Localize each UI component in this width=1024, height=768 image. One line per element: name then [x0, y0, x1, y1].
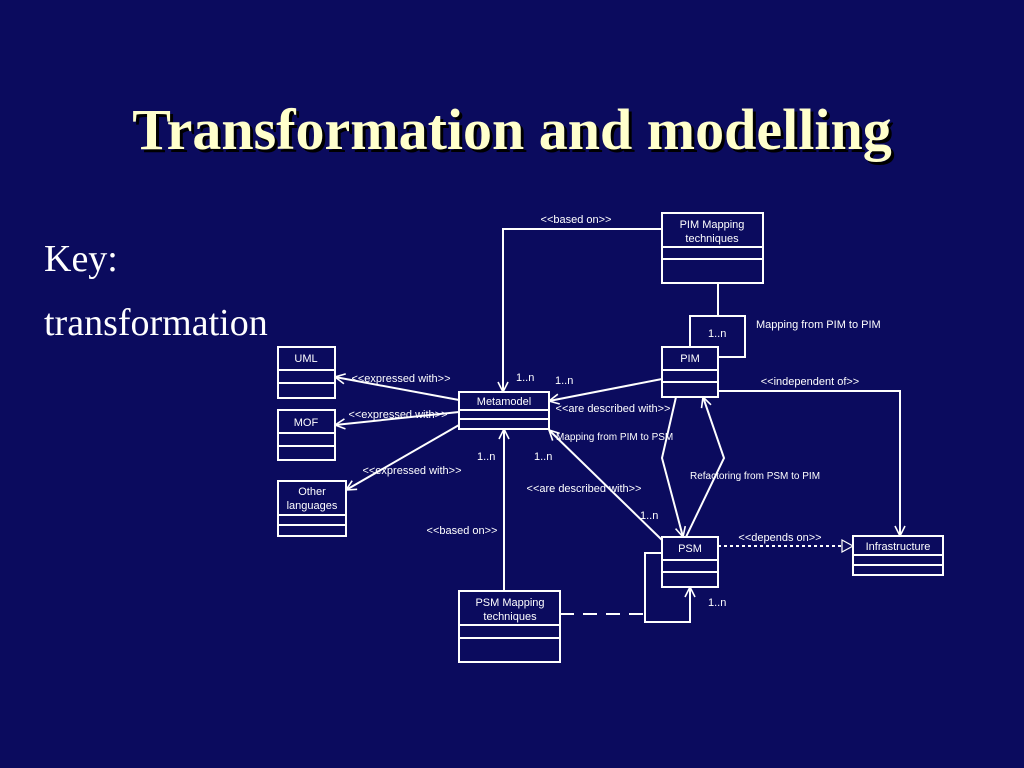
label-mapping-pim-to-psm: Mapping from PIM to PSM: [556, 432, 673, 443]
class-other-languages: [277, 480, 347, 537]
label-expressed-mof: <<expressed with>>: [348, 409, 447, 421]
class-other-languages-label-1: Other: [298, 486, 326, 498]
edge-independent-of: [718, 390, 900, 536]
class-mof: [277, 409, 336, 461]
class-pim-mapping-label-1: PIM Mapping: [680, 219, 745, 231]
class-pim-label: PIM: [680, 353, 700, 365]
class-mof-label: MOF: [294, 417, 319, 429]
mult-meta-right: 1..n: [534, 451, 552, 463]
class-pim-mapping: [661, 212, 764, 284]
edge-pim-mapping-based-on: [503, 228, 662, 392]
edge-psm-self-loop: [644, 552, 690, 623]
mult-psm-self: 1..n: [708, 597, 726, 609]
label-mapping-pim-to-pim: Mapping from PIM to PIM: [756, 319, 881, 331]
key-label: Key:: [44, 238, 118, 280]
mult-psm-top: 1..n: [640, 510, 658, 522]
edge-expressed-mof: [335, 411, 460, 425]
label-described-pim: <<are described with>>: [556, 403, 671, 415]
label-described-psm: <<are described with>>: [527, 483, 642, 495]
mult-meta-pim: 1..n: [555, 375, 573, 387]
class-uml: [277, 346, 336, 399]
edge-expressed-uml: [335, 377, 460, 401]
class-psm-label: PSM: [678, 543, 702, 555]
class-metamodel-label: Metamodel: [477, 396, 531, 408]
label-based-on-top: <<based on>>: [541, 214, 612, 226]
class-infrastructure-label: Infrastructure: [866, 541, 931, 553]
edge-refactoring-psm-to-pim: [685, 397, 726, 538]
label-based-on-bottom: <<based on>>: [427, 525, 498, 537]
mult-meta-left: 1..n: [477, 451, 495, 463]
class-psm-mapping: [458, 590, 561, 663]
key-transformation-label: transformation: [44, 302, 268, 344]
edge-mapping-pim-to-psm: [660, 396, 683, 537]
class-uml-label: UML: [294, 353, 317, 365]
mult-pim-self: 1..n: [708, 328, 726, 340]
edge-psm-described-with: [549, 430, 663, 541]
label-depends-on: <<depends on>>: [738, 532, 821, 544]
class-pim-mapping-label-2: techniques: [685, 233, 739, 245]
edge-expressed-other: [346, 424, 460, 490]
label-refactoring: Refactoring from PSM to PIM: [690, 471, 820, 482]
mult-meta-top: 1..n: [516, 372, 534, 384]
class-other-languages-label-2: languages: [287, 500, 338, 512]
class-psm-mapping-label-1: PSM Mapping: [475, 597, 544, 609]
edge-pim-described-with: [549, 378, 663, 401]
label-independent-of: <<independent of>>: [761, 376, 859, 388]
label-expressed-other: <<expressed with>>: [362, 465, 461, 477]
class-psm-mapping-label-2: techniques: [483, 611, 537, 623]
page-title: Transformation and modelling: [132, 97, 892, 162]
label-expressed-uml: <<expressed with>>: [351, 373, 450, 385]
edge-pim-self-loop: [689, 315, 746, 358]
